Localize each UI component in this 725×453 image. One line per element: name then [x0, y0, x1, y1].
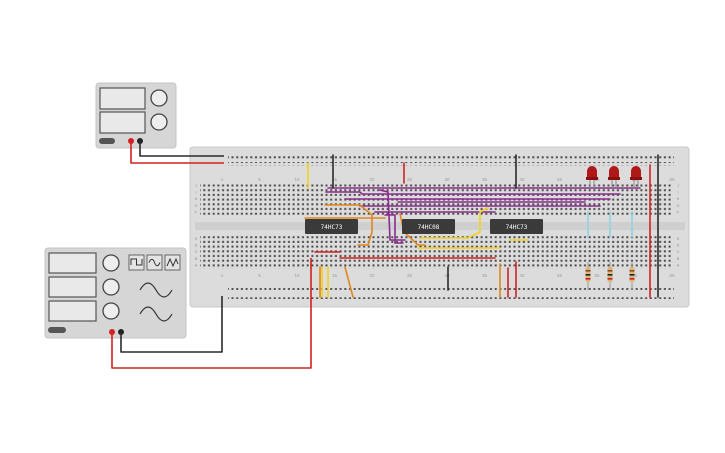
top-power-rail-1[interactable]	[228, 155, 674, 159]
column-number: 15	[332, 273, 338, 278]
row-letter: D	[195, 244, 198, 248]
ps-positive-wire[interactable]	[130, 141, 224, 164]
row-letter: I	[196, 191, 197, 195]
function-generator-power-switch[interactable]	[48, 327, 66, 333]
column-number: 35	[482, 177, 488, 182]
column-number: 1	[221, 273, 224, 278]
column-number: 25	[407, 273, 413, 278]
row-letter: C	[195, 250, 198, 254]
power-switch[interactable]	[99, 138, 115, 144]
column-number: 35	[482, 273, 488, 278]
chip-label: 74HC08	[418, 224, 440, 231]
column-number: 1	[221, 177, 224, 182]
resistor-1[interactable]	[585, 262, 591, 290]
column-number: 55	[632, 273, 638, 278]
row-letter: G	[677, 204, 680, 208]
column-number: 40	[519, 273, 525, 278]
column-number: 20	[369, 177, 375, 182]
ps-negative-wire[interactable]	[139, 141, 224, 157]
power-supply[interactable]	[95, 82, 177, 149]
sine-wave-icon[interactable]	[146, 254, 163, 271]
column-number: 15	[332, 177, 338, 182]
waveform-preview-2	[139, 306, 173, 322]
board-wires[interactable]	[304, 154, 659, 298]
bottom-terminal-strip[interactable]	[200, 236, 672, 269]
chip-label: 74HC73	[321, 224, 343, 231]
chip-74hc08[interactable]: 74HC08	[402, 219, 455, 234]
row-letter: A	[195, 263, 198, 267]
row-letter: E	[195, 237, 198, 241]
current-display	[99, 111, 146, 134]
chip-74hc73-2[interactable]: 74HC73	[490, 219, 543, 234]
column-number: 5	[258, 273, 261, 278]
resistor-3[interactable]	[629, 262, 635, 290]
row-letter: J	[195, 184, 197, 188]
row-letter: F	[677, 210, 679, 214]
fg-positive-wire[interactable]	[111, 258, 312, 369]
column-number: 30	[444, 177, 450, 182]
function-generator[interactable]	[44, 247, 187, 339]
column-numbers-bottom: 151015202530354045505560	[221, 273, 675, 278]
voltage-display	[99, 87, 146, 110]
led-2[interactable]	[608, 166, 620, 188]
resistor-2[interactable]	[607, 262, 613, 290]
column-number: 5	[258, 177, 261, 182]
column-number: 10	[294, 273, 300, 278]
row-letter: H	[677, 197, 680, 201]
row-letter: C	[677, 250, 680, 254]
led-1[interactable]	[586, 166, 598, 188]
fg-negative-wire[interactable]	[120, 296, 223, 353]
column-number: 25	[407, 177, 413, 182]
current-knob[interactable]	[150, 113, 168, 131]
column-number: 20	[369, 273, 375, 278]
voltage-knob[interactable]	[150, 89, 168, 107]
chip-74hc73-1[interactable]: 74HC73	[305, 219, 358, 234]
square-wave-icon[interactable]	[128, 254, 145, 271]
top-power-rail-2[interactable]	[228, 162, 674, 166]
row-letter: I	[678, 191, 679, 195]
offset-display	[48, 300, 97, 322]
row-letter: J	[677, 184, 679, 188]
triangle-wave-icon[interactable]	[164, 254, 181, 271]
column-number: 40	[519, 177, 525, 182]
offset-knob[interactable]	[102, 302, 120, 320]
column-numbers-top: 151015202530354045505560	[221, 177, 675, 182]
row-letter: G	[195, 204, 198, 208]
bottom-power-rail-1[interactable]	[228, 288, 674, 292]
row-letter: H	[195, 197, 198, 201]
row-letter: F	[195, 210, 197, 214]
row-letter: B	[677, 257, 680, 261]
row-letter: A	[677, 263, 680, 267]
waveform-preview-1	[139, 282, 173, 298]
external-wires[interactable]	[111, 141, 312, 369]
amplitude-display	[48, 276, 97, 298]
column-number: 45	[557, 177, 563, 182]
row-letter: B	[195, 257, 198, 261]
led-3[interactable]	[630, 166, 642, 188]
frequency-knob[interactable]	[102, 254, 120, 272]
frequency-display	[48, 252, 97, 274]
column-number: 60	[669, 273, 675, 278]
column-number: 45	[557, 273, 563, 278]
bottom-power-rail-2[interactable]	[228, 295, 674, 299]
column-number: 50	[594, 273, 600, 278]
amplitude-knob[interactable]	[102, 278, 120, 296]
chip-label: 74HC73	[506, 224, 528, 231]
row-letter: D	[677, 244, 680, 248]
row-letter: E	[677, 237, 680, 241]
column-number: 10	[294, 177, 300, 182]
column-number: 60	[669, 177, 675, 182]
